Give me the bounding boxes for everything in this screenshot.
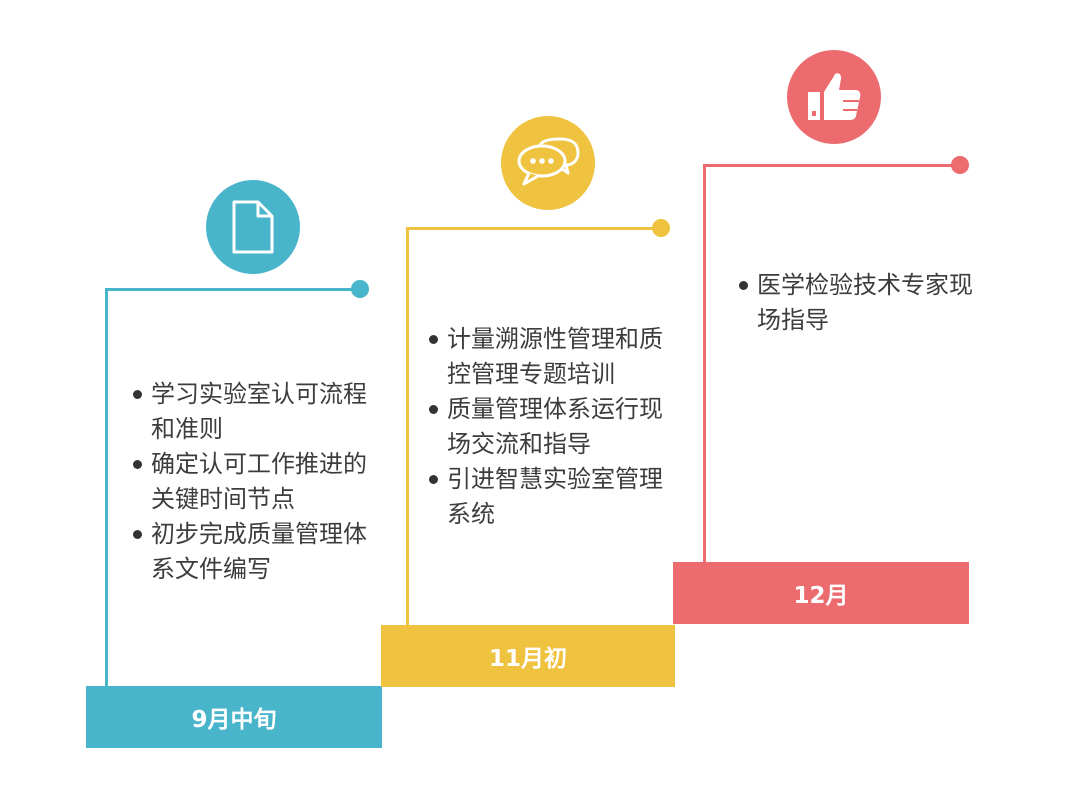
stage-3-horizontal-line bbox=[703, 164, 958, 167]
stage-3-end-dot bbox=[951, 156, 969, 174]
stage-2-end-dot bbox=[652, 219, 670, 237]
stage-1-end-dot bbox=[351, 280, 369, 298]
list-item: 初步完成质量管理体系文件编写 bbox=[131, 517, 371, 587]
list-item: 确定认可工作推进的关键时间节点 bbox=[131, 447, 371, 517]
stage-2-item-list: 计量溯源性管理和质控管理专题培训 质量管理体系运行现场交流和指导 引进智慧实验室… bbox=[427, 322, 667, 532]
list-item: 计量溯源性管理和质控管理专题培训 bbox=[427, 322, 667, 392]
thumbs-up-icon bbox=[808, 73, 861, 120]
stage-1-horizontal-line bbox=[105, 288, 360, 291]
stage-3-vertical-line bbox=[703, 164, 706, 564]
stage-1-vertical-line bbox=[105, 288, 108, 688]
stage-1-item-list: 学习实验室认可流程和准则 确定认可工作推进的关键时间节点 初步完成质量管理体系文… bbox=[131, 377, 371, 587]
document-icon bbox=[232, 200, 274, 254]
list-item: 质量管理体系运行现场交流和指导 bbox=[427, 392, 667, 462]
stage-1-date-bar: 9月中旬 bbox=[86, 686, 382, 748]
stage-2-horizontal-line bbox=[406, 227, 661, 230]
chat-bubbles-icon bbox=[517, 137, 580, 186]
stage-2-icon-circle bbox=[501, 116, 595, 210]
stage-2-date-bar: 11月初 bbox=[381, 625, 675, 687]
list-item: 医学检验技术专家现场指导 bbox=[737, 268, 977, 338]
list-item: 引进智慧实验室管理系统 bbox=[427, 462, 667, 532]
stage-3-item-list: 医学检验技术专家现场指导 bbox=[737, 268, 977, 338]
stage-1-icon-circle bbox=[206, 180, 300, 274]
stage-3-icon-circle bbox=[787, 50, 881, 144]
stage-3-date-bar: 12月 bbox=[673, 562, 969, 624]
stage-2-vertical-line bbox=[406, 227, 409, 627]
list-item: 学习实验室认可流程和准则 bbox=[131, 377, 371, 447]
